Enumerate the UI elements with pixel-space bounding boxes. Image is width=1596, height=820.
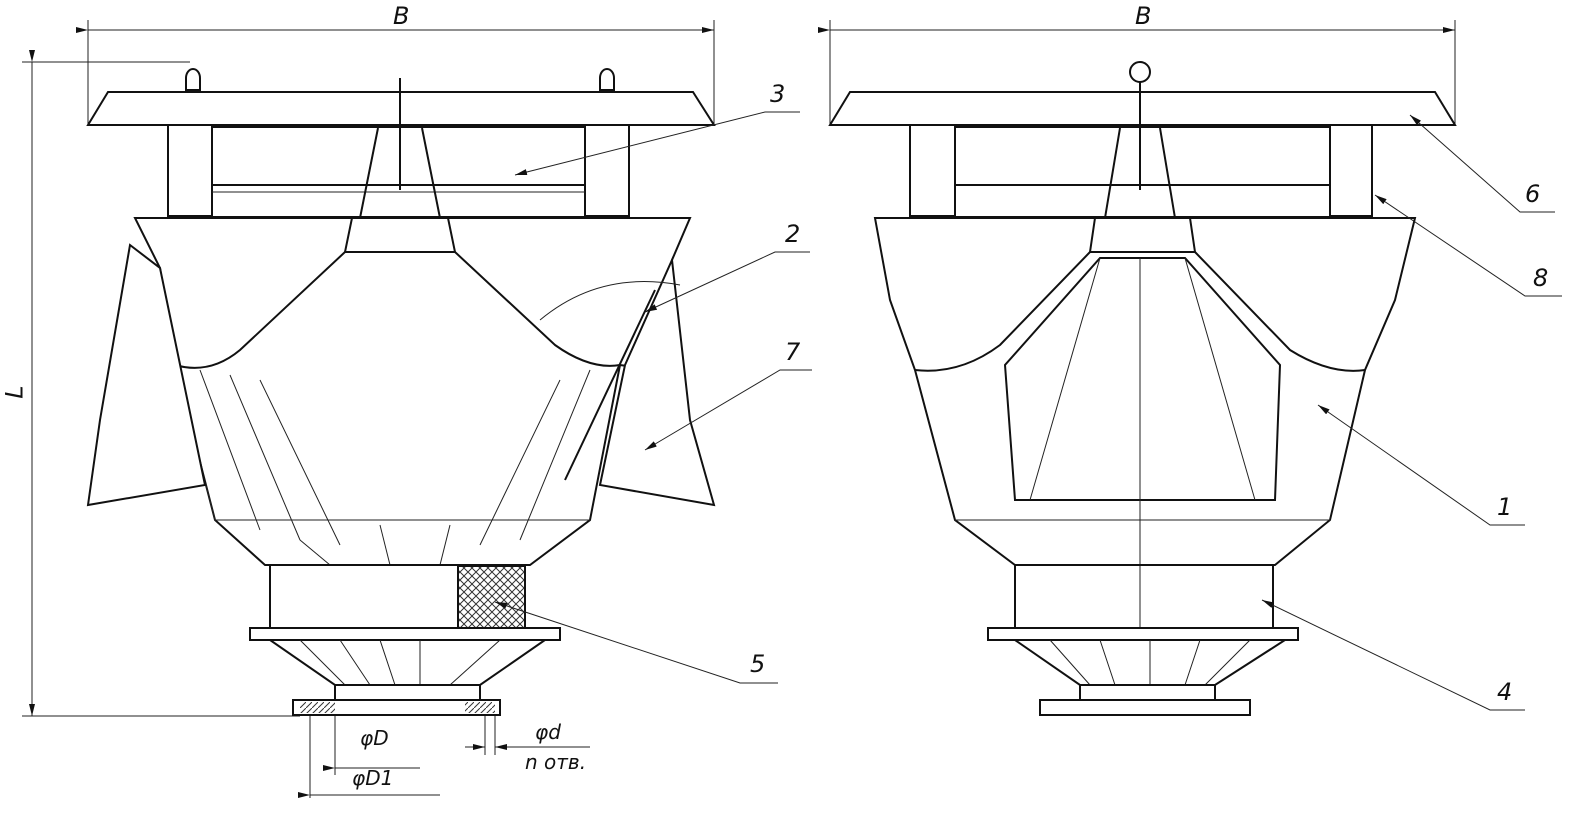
callout-4: 4: [1497, 678, 1513, 706]
dimension-lines: [22, 20, 1456, 798]
dimension-d: φD: [360, 726, 389, 750]
callout-2: 2: [785, 220, 801, 248]
dimension-hole-d: φd: [535, 720, 561, 744]
dimension-l: L: [0, 385, 29, 399]
dimension-hole-count: n отв.: [525, 750, 587, 774]
callout-leaders: [494, 111, 1562, 711]
callout-1: 1: [1497, 493, 1513, 521]
dimension-d1: φD1: [352, 766, 394, 790]
callout-8: 8: [1533, 264, 1549, 292]
front-view-left: [86, 68, 716, 716]
front-view-right: [828, 61, 1457, 716]
callout-7: 7: [785, 338, 801, 366]
callout-6: 6: [1525, 180, 1541, 208]
dimension-b-right: B: [1135, 2, 1152, 30]
callout-5: 5: [750, 650, 766, 678]
dimension-b-left: B: [393, 2, 410, 30]
callout-3: 3: [770, 80, 786, 108]
